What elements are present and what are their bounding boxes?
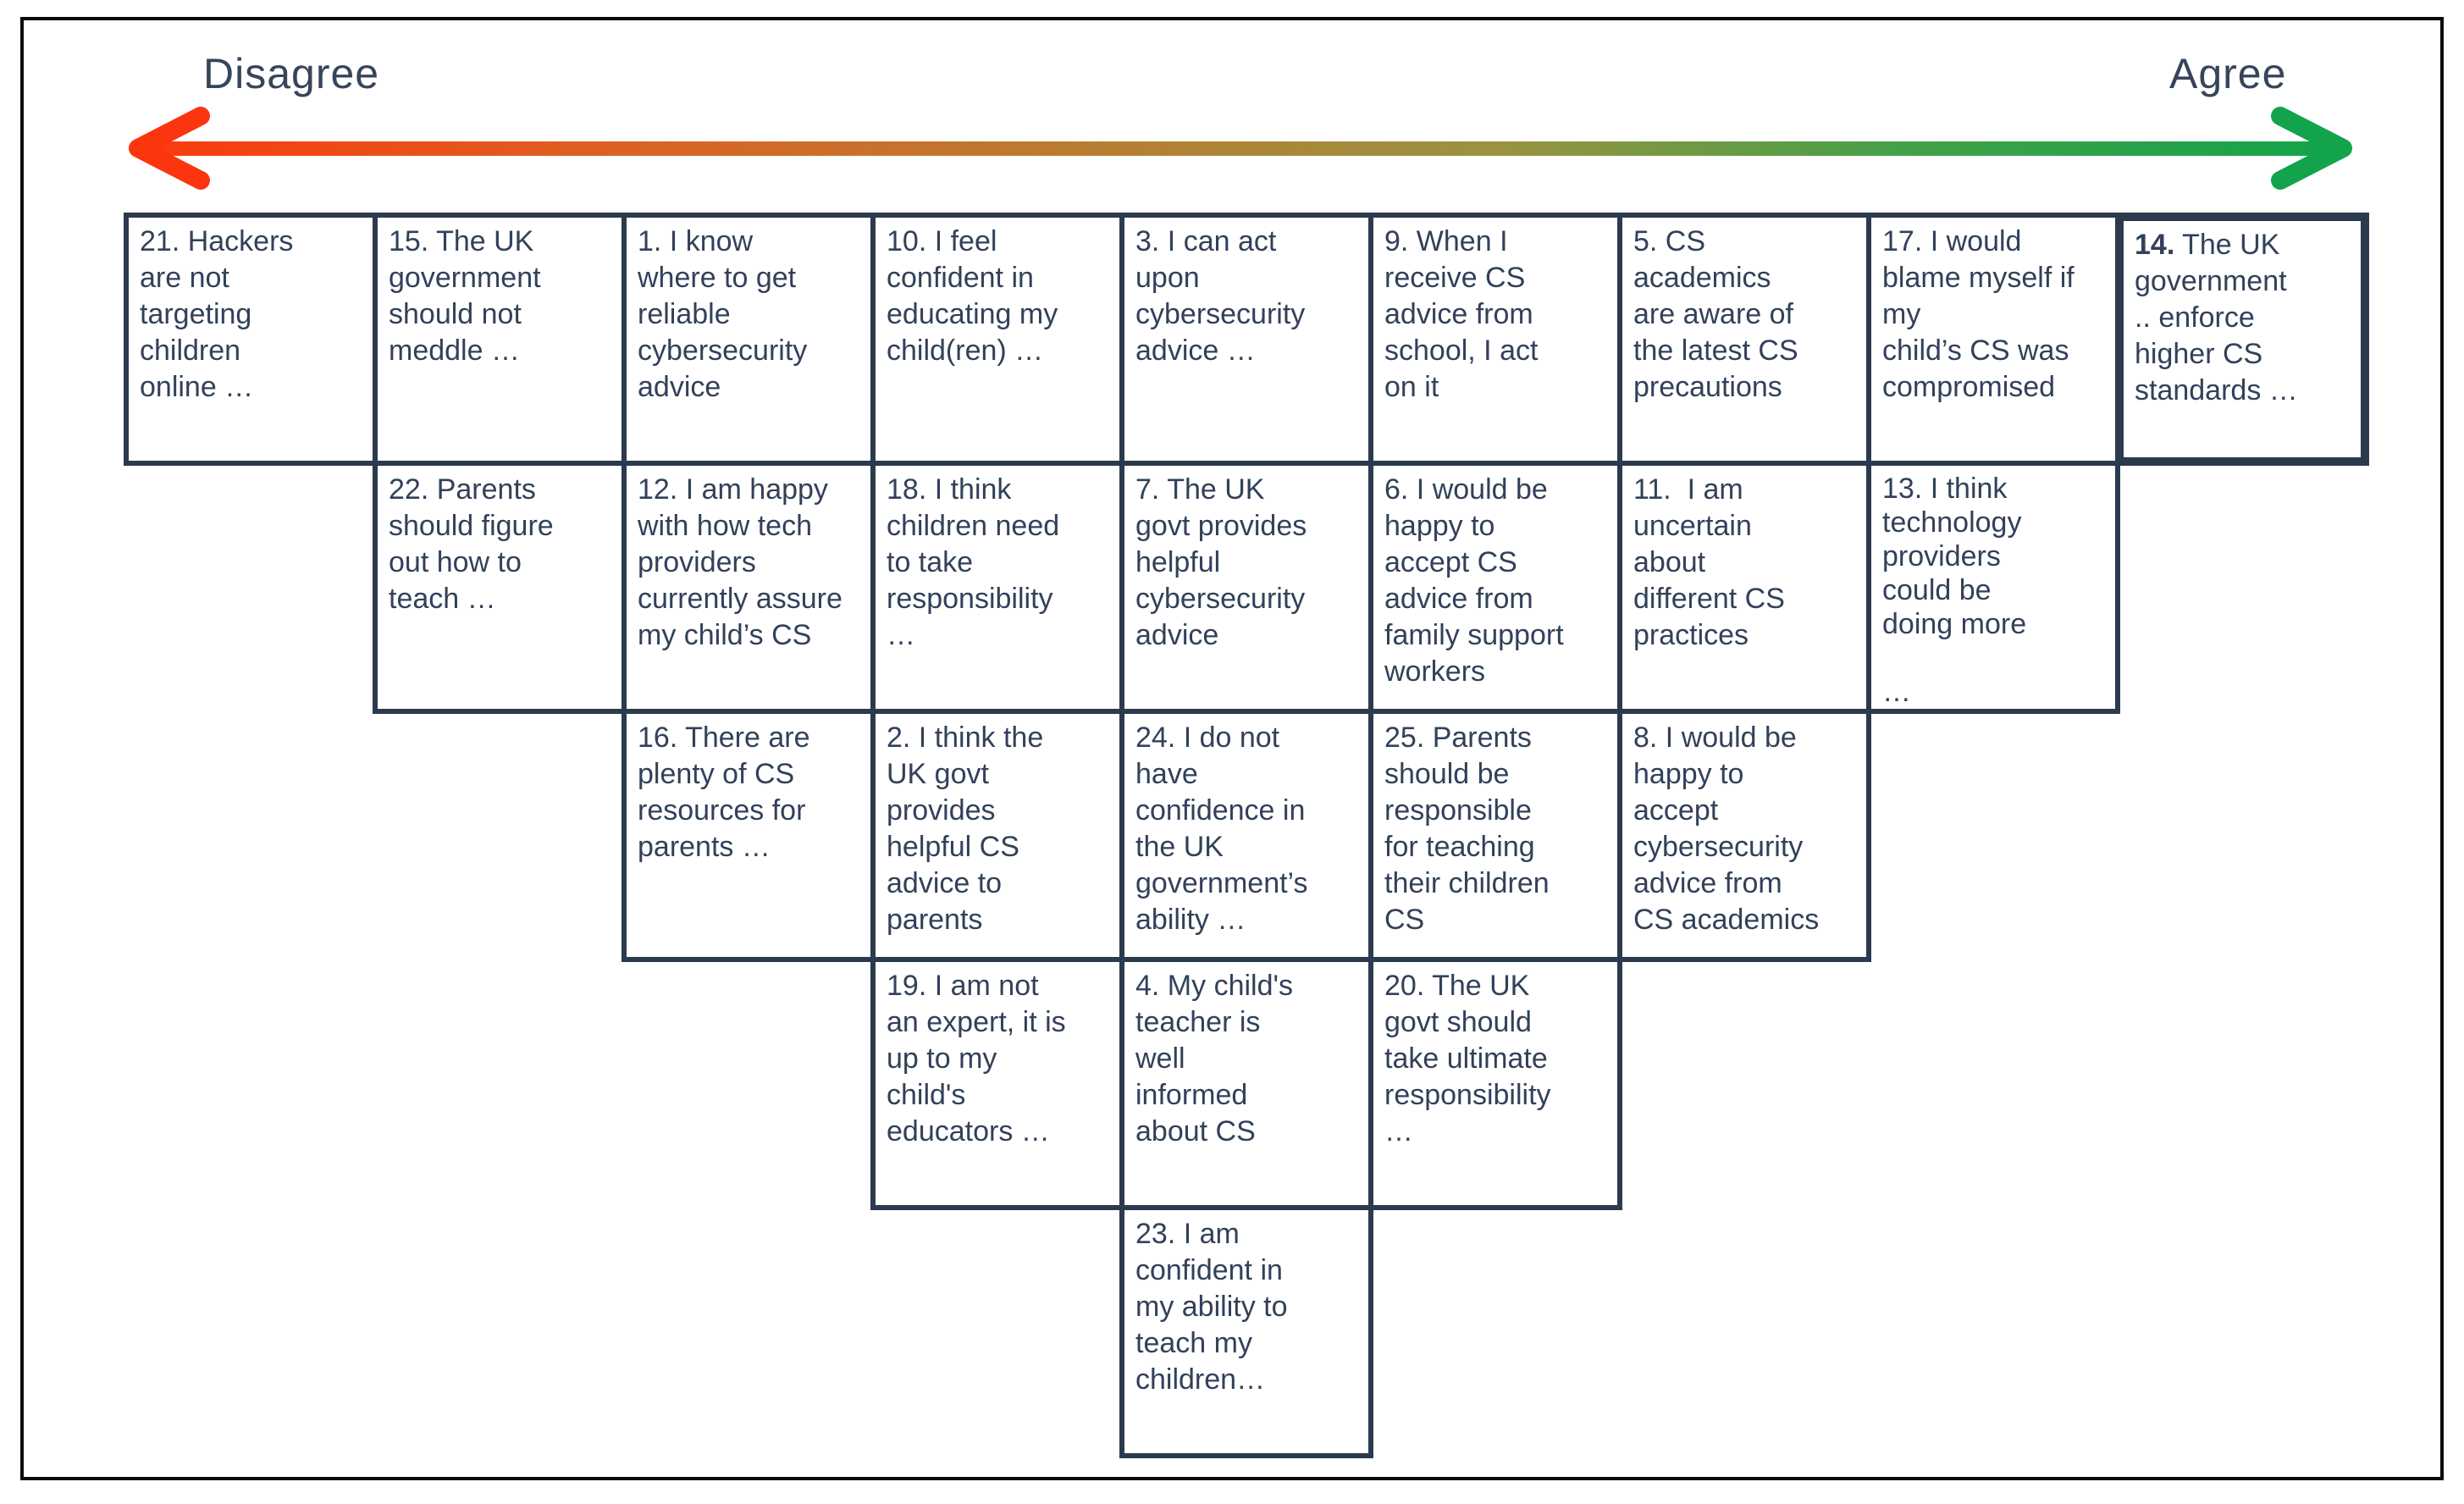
statement-cell-18: 18. I think children need to take respon…: [870, 461, 1124, 714]
statement-text: 22. Parents should figure out how to tea…: [389, 473, 554, 615]
statement-text: 19. I am not an expert, it is up to my c…: [887, 970, 1066, 1147]
statement-cell-21: 21. Hackers are not targeting children o…: [124, 213, 378, 466]
gradient-arrow: [129, 107, 2352, 190]
statement-cell-17: 17. I would blame myself if my child’s C…: [1866, 213, 2120, 466]
statement-cell-1: 1. I know where to get reliable cybersec…: [622, 213, 876, 466]
statement-text: 2. I think the UK govt provides helpful …: [887, 722, 1044, 936]
statement-text: 13. I think technology providers could b…: [1882, 473, 2027, 708]
statement-text: 7. The UK govt provides helpful cybersec…: [1135, 473, 1307, 651]
statement-cell-12: 12. I am happy with how tech providers c…: [622, 461, 876, 714]
statement-text: 1. I know where to get reliable cybersec…: [638, 225, 808, 403]
statement-text: 24. I do not have confidence in the UK g…: [1135, 722, 1308, 936]
statement-cell-5: 5. CS academics are aware of the latest …: [1617, 213, 1871, 466]
statement-text: 25. Parents should be responsible for te…: [1384, 722, 1550, 936]
arrow-head-left: [129, 107, 210, 190]
statement-cell-11: 11. I am uncertain about different CS pr…: [1617, 461, 1871, 714]
statement-text: 3. I can act upon cybersecurity advice …: [1135, 225, 1306, 367]
statement-text: 16. There are plenty of CS resources for…: [638, 722, 810, 863]
disagree-label: Disagree: [203, 50, 380, 97]
statement-cell-25: 25. Parents should be responsible for te…: [1368, 709, 1622, 962]
outer-frame: [20, 17, 2444, 1480]
statement-text: 21. Hackers are not targeting children o…: [140, 225, 294, 403]
statement-text: 10. I feel confident in educating my chi…: [887, 225, 1058, 367]
statement-text: 12. I am happy with how tech providers c…: [638, 473, 843, 651]
statement-cell-7: 7. The UK govt provides helpful cybersec…: [1119, 461, 1373, 714]
statement-text: 11. I am uncertain about different CS pr…: [1633, 473, 1785, 651]
statement-text: 15. The UK government should not meddle …: [389, 225, 541, 367]
statement-text: 4. My child's teacher is well informed a…: [1135, 970, 1293, 1147]
statement-grid: 21. Hackers are not targeting children o…: [124, 213, 2369, 1462]
statement-text: 5. CS academics are aware of the latest …: [1633, 225, 1798, 403]
statement-number: 14.: [2135, 229, 2175, 261]
statement-cell-8: 8. I would be happy to accept cybersecur…: [1617, 709, 1871, 962]
statement-cell-15: 15. The UK government should not meddle …: [373, 213, 627, 466]
statement-text: 20. The UK govt should take ultimate res…: [1384, 970, 1551, 1147]
statement-cell-19: 19. I am not an expert, it is up to my c…: [870, 957, 1124, 1210]
statement-text: 18. I think children need to take respon…: [887, 473, 1060, 651]
statement-cell-10: 10. I feel confident in educating my chi…: [870, 213, 1124, 466]
statement-text: 9. When I receive CS advice from school,…: [1384, 225, 1539, 403]
statement-cell-14: 14. The UK government .. enforce higher …: [2115, 213, 2369, 466]
arrow-shaft: [140, 141, 2341, 156]
statement-text: 8. I would be happy to accept cybersecur…: [1633, 722, 1820, 936]
statement-cell-20: 20. The UK govt should take ultimate res…: [1368, 957, 1622, 1210]
statement-cell-16: 16. There are plenty of CS resources for…: [622, 709, 876, 962]
arrow-head-right: [2271, 107, 2352, 190]
statement-cell-2: 2. I think the UK govt provides helpful …: [870, 709, 1124, 962]
statement-text: 17. I would blame myself if my child’s C…: [1882, 225, 2075, 403]
statement-cell-22: 22. Parents should figure out how to tea…: [373, 461, 627, 714]
statement-text: 23. I am confident in my ability to teac…: [1135, 1218, 1288, 1396]
statement-cell-6: 6. I would be happy to accept CS advice …: [1368, 461, 1622, 714]
statement-cell-3: 3. I can act upon cybersecurity advice …: [1119, 213, 1373, 466]
statement-cell-24: 24. I do not have confidence in the UK g…: [1119, 709, 1373, 962]
statement-cell-9: 9. When I receive CS advice from school,…: [1368, 213, 1622, 466]
statement-cell-23: 23. I am confident in my ability to teac…: [1119, 1205, 1373, 1458]
statement-text: The UK government .. enforce higher CS s…: [2135, 229, 2298, 406]
agree-label: Agree: [2169, 50, 2287, 97]
statement-text: 6. I would be happy to accept CS advice …: [1384, 473, 1564, 688]
statement-cell-4: 4. My child's teacher is well informed a…: [1119, 957, 1373, 1210]
statement-cell-13: 13. I think technology providers could b…: [1866, 461, 2120, 714]
